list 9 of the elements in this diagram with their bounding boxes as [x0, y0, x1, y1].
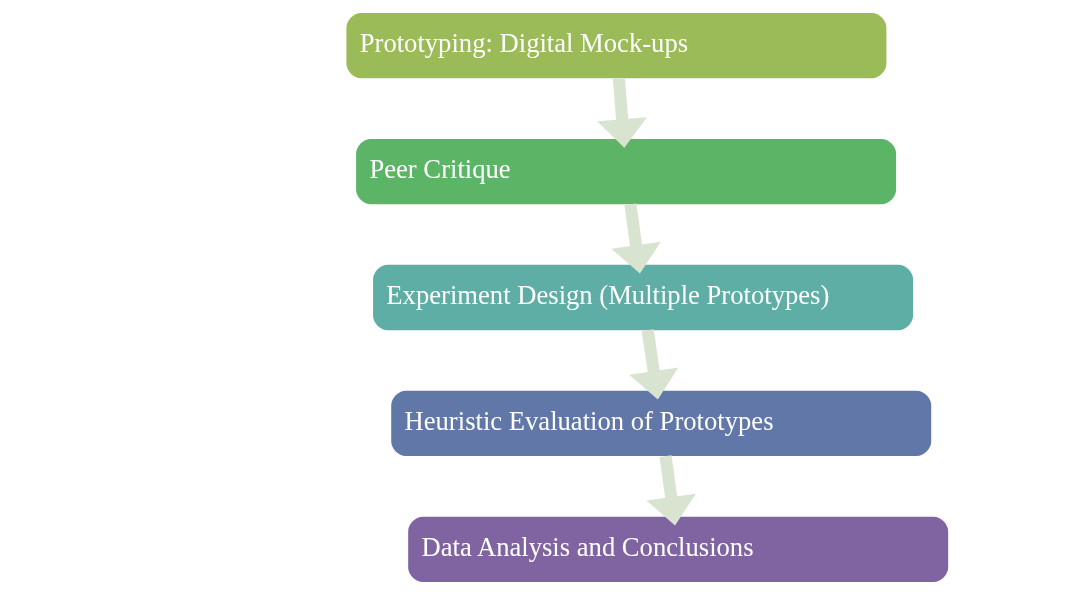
arrow	[611, 203, 661, 274]
node-box: Experiment Design (Multiple Prototypes)	[373, 264, 914, 331]
node-box: Data Analysis and Conclusions	[408, 516, 949, 583]
node-box: Prototyping: Digital Mock-ups	[346, 12, 887, 79]
arrow	[646, 455, 696, 526]
node-box: Heuristic Evaluation of Prototypes	[391, 390, 932, 457]
arrow	[597, 77, 647, 148]
node-box: Peer Critique	[356, 138, 897, 205]
arrow	[629, 329, 679, 400]
